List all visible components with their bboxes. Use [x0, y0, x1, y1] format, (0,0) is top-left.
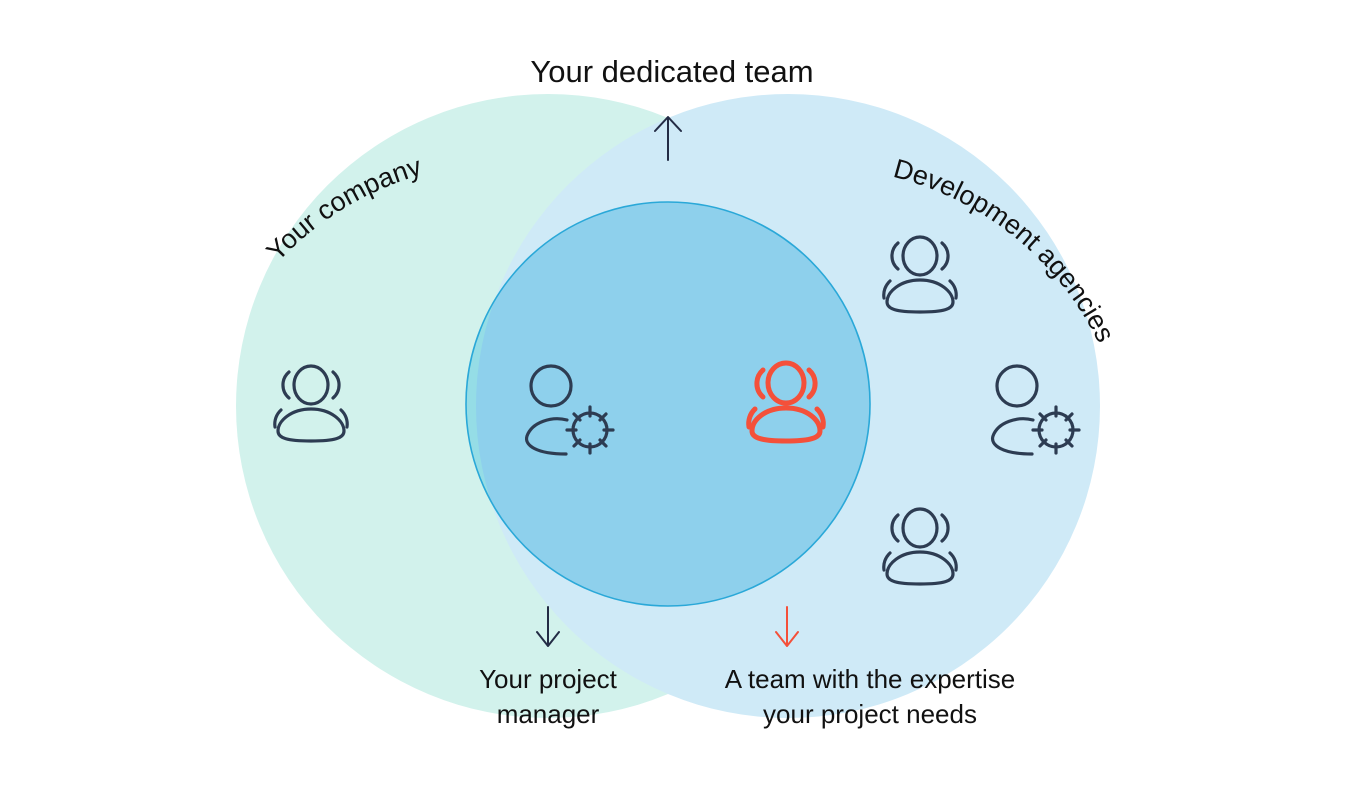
circle-group: [236, 94, 1100, 718]
group-people-icon: [882, 235, 958, 314]
user-settings-icon: [524, 364, 615, 456]
down-arrow-icon: [536, 606, 560, 647]
caption-line-1: Your project: [479, 664, 618, 694]
caption-line-1: A team with the expertise: [725, 664, 1015, 694]
caption-line-2: manager: [497, 699, 600, 729]
caption-project-manager: Your project manager: [479, 664, 618, 729]
group-people-icon: [746, 360, 826, 444]
down-arrow-icon: [775, 606, 799, 647]
caption-line-2: your project needs: [763, 699, 977, 729]
user-settings-icon: [990, 364, 1081, 456]
caption-team-expertise: A team with the expertise your project n…: [725, 664, 1015, 729]
circle-dedicated-team-outline: [465, 201, 871, 607]
overlap-right: [476, 202, 870, 606]
group-people-icon: [273, 364, 349, 443]
page-title: Your dedicated team: [530, 54, 813, 89]
up-arrow-icon: [654, 116, 682, 161]
group-people-icon: [882, 507, 958, 586]
